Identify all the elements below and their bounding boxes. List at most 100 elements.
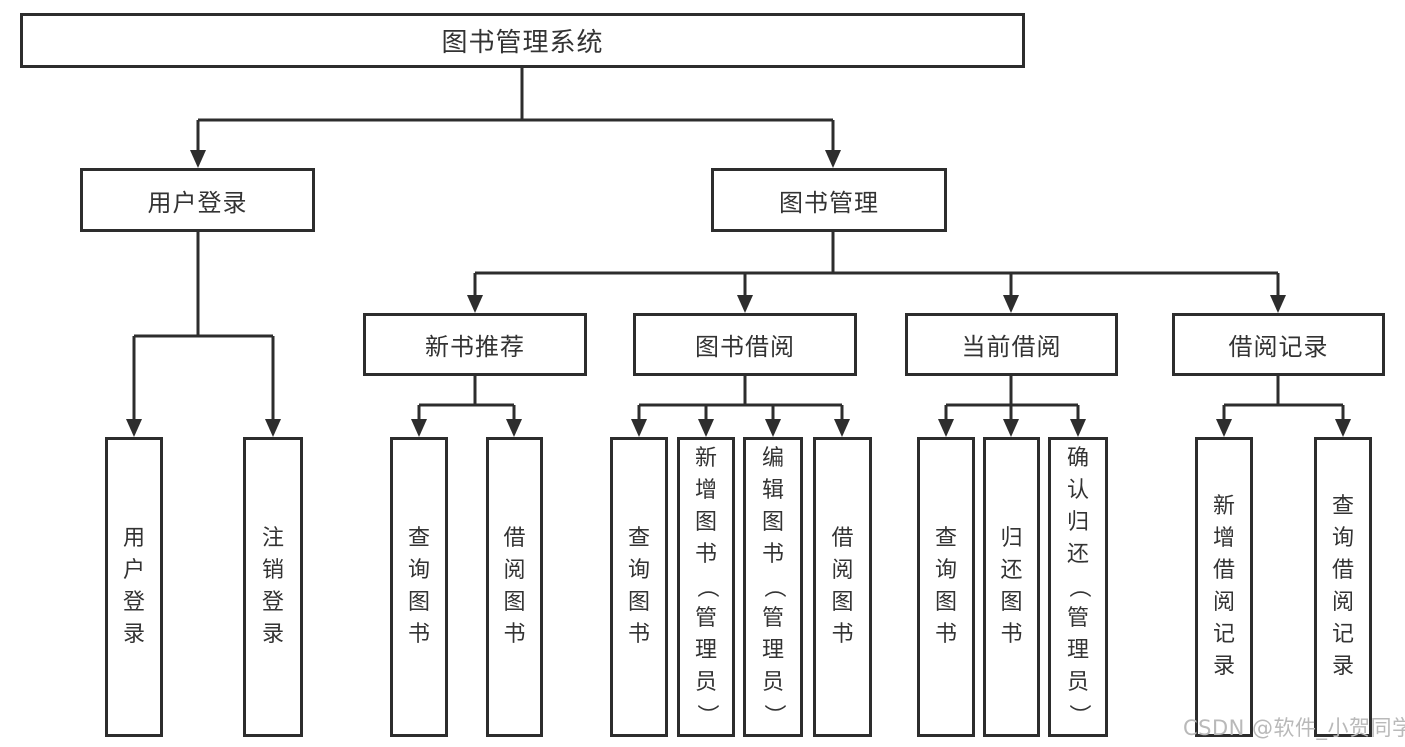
vertical-char: 询: [934, 558, 957, 583]
arrow-down-icon: [1003, 295, 1019, 313]
vertical-char: （: [760, 575, 786, 599]
vertical-char: 户: [122, 558, 145, 583]
arrow-down-icon: [1216, 419, 1232, 437]
connector-root: [196, 68, 835, 154]
node-leaf-borrow-books-2: 借阅图书: [813, 437, 872, 737]
vertical-char: 书: [694, 542, 717, 567]
vertical-char: 员: [694, 670, 717, 695]
arrow-down-icon: [467, 295, 483, 313]
vertical-char: 还: [1066, 542, 1089, 567]
vertical-char: 书: [407, 622, 430, 647]
vertical-char: 图: [407, 590, 430, 615]
vertical-char: 登: [122, 590, 145, 615]
vertical-char: 新: [694, 446, 717, 471]
vertical-char: ）: [1065, 703, 1091, 727]
vertical-char: 销: [261, 558, 284, 583]
vertical-char: 录: [122, 622, 145, 647]
vertical-char: 图: [761, 510, 784, 535]
vertical-char: 询: [627, 558, 650, 583]
node-book-borrow: 图书借阅: [633, 313, 857, 376]
arrow-down-icon: [1270, 295, 1286, 313]
node-leaf-add-borrow-record: 新增借阅记录: [1195, 437, 1253, 737]
vertical-char: 记: [1331, 622, 1354, 647]
vertical-char: 图: [694, 510, 717, 535]
vertical-char: 图: [1000, 590, 1023, 615]
arrow-down-icon: [631, 419, 647, 437]
vertical-char: 员: [761, 670, 784, 695]
connector-borrow-records: [1222, 376, 1345, 423]
vertical-char: 管: [694, 606, 717, 631]
node-leaf-query-books-2: 查询图书: [610, 437, 668, 737]
vertical-char: 管: [1066, 606, 1089, 631]
csdn-watermark: CSDN @软件_小贺同学: [1183, 716, 1405, 740]
arrow-down-icon: [190, 150, 206, 168]
vertical-char: 查: [934, 526, 957, 551]
vertical-char: 记: [1212, 622, 1235, 647]
vertical-char: 录: [1331, 654, 1354, 679]
vertical-char: 阅: [503, 558, 526, 583]
vertical-char: 用: [122, 526, 145, 551]
vertical-char: 阅: [831, 558, 854, 583]
arrow-down-icon: [1335, 419, 1351, 437]
vertical-char: ）: [760, 703, 786, 727]
node-book-management: 图书管理: [711, 168, 947, 232]
vertical-char: 录: [261, 622, 284, 647]
vertical-char: 登: [261, 590, 284, 615]
node-leaf-query-books-3: 查询图书: [917, 437, 975, 737]
vertical-char: 书: [1000, 622, 1023, 647]
vertical-char: 书: [627, 622, 650, 647]
node-leaf-edit-books-admin: 编辑图书（管理员）: [743, 437, 803, 737]
vertical-char: 认: [1066, 478, 1089, 503]
vertical-char: 员: [1066, 670, 1089, 695]
node-new-book-recommend: 新书推荐: [363, 313, 587, 376]
vertical-char: 增: [694, 478, 717, 503]
arrow-down-icon: [698, 419, 714, 437]
connector-book-borrow: [637, 376, 844, 423]
vertical-char: 阅: [1331, 590, 1354, 615]
vertical-char: 查: [407, 526, 430, 551]
vertical-char: （: [1065, 575, 1091, 599]
vertical-char: 理: [1066, 638, 1089, 663]
vertical-char: （: [693, 575, 719, 599]
vertical-char: 阅: [1212, 590, 1235, 615]
vertical-char: 书: [831, 622, 854, 647]
arrow-down-icon: [1003, 419, 1019, 437]
arrow-down-icon: [834, 419, 850, 437]
connector-new-book: [417, 376, 516, 423]
vertical-char: 书: [761, 542, 784, 567]
vertical-char: 图: [831, 590, 854, 615]
vertical-char: 编: [761, 446, 784, 471]
node-leaf-confirm-return-admin: 确认归还（管理员）: [1048, 437, 1108, 737]
vertical-char: ）: [693, 703, 719, 727]
arrow-down-icon: [737, 295, 753, 313]
vertical-char: 理: [761, 638, 784, 663]
node-user-login: 用户登录: [80, 168, 315, 232]
connector-current-borrow: [944, 376, 1080, 423]
vertical-char: 录: [1212, 654, 1235, 679]
vertical-char: 理: [694, 638, 717, 663]
arrow-down-icon: [825, 150, 841, 168]
vertical-char: 借: [831, 526, 854, 551]
vertical-char: 管: [761, 606, 784, 631]
node-current-borrow: 当前借阅: [905, 313, 1118, 376]
vertical-char: 注: [261, 526, 284, 551]
vertical-char: 书: [934, 622, 957, 647]
vertical-char: 借: [1331, 558, 1354, 583]
node-leaf-user-login: 用户登录: [105, 437, 163, 737]
vertical-char: 图: [503, 590, 526, 615]
vertical-char: 书: [503, 622, 526, 647]
node-leaf-query-borrow-record: 查询借阅记录: [1314, 437, 1372, 737]
node-leaf-query-books-1: 查询图书: [390, 437, 448, 737]
vertical-char: 图: [627, 590, 650, 615]
arrow-down-icon: [765, 419, 781, 437]
vertical-char: 增: [1212, 526, 1235, 551]
node-leaf-borrow-books-1: 借阅图书: [486, 437, 543, 737]
vertical-char: 查: [627, 526, 650, 551]
vertical-char: 归: [1066, 510, 1089, 535]
arrow-down-icon: [938, 419, 954, 437]
vertical-char: 归: [1000, 526, 1023, 551]
vertical-char: 询: [1331, 526, 1354, 551]
connector-book-management: [473, 232, 1280, 299]
